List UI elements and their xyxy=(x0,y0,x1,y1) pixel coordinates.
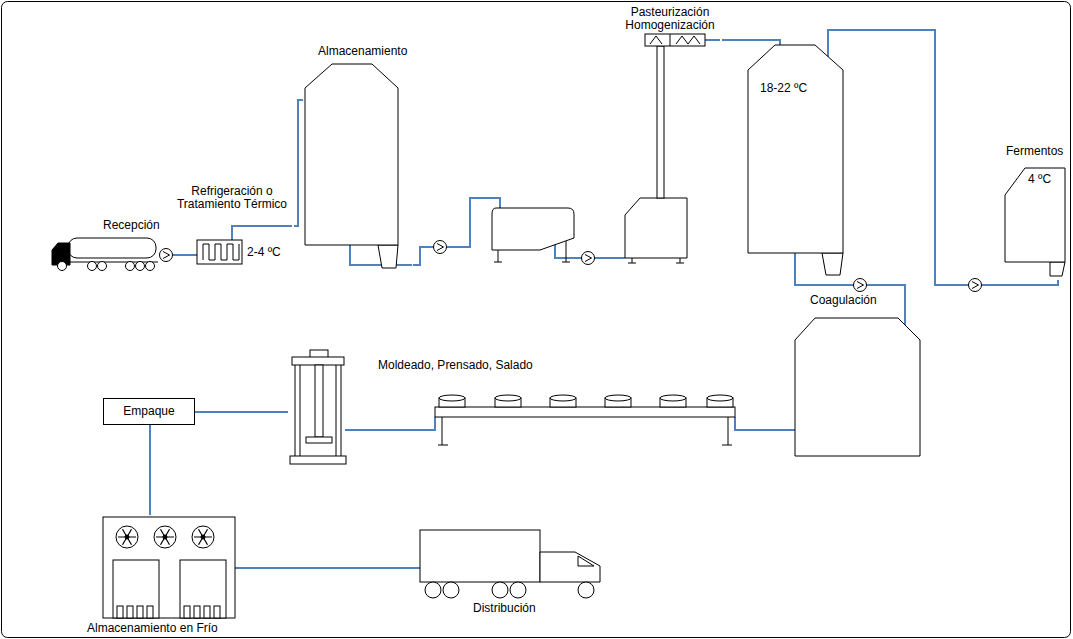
cooling-stage: Refrigeración o Tratamiento Térmico 2-4 º… xyxy=(172,183,294,269)
pipe-connector xyxy=(740,429,795,431)
coagulation-vat xyxy=(795,318,920,456)
stage-label: Pasteurización Homogenización xyxy=(620,6,720,32)
stage-label: Coagulación xyxy=(810,293,877,307)
pipe-connector xyxy=(722,40,780,45)
coagulation-stage: Coagulación xyxy=(795,292,920,458)
pasteurizer xyxy=(625,34,705,263)
stage-label: Recepción xyxy=(103,218,160,232)
text-slot: Fermentos xyxy=(1006,144,1063,158)
text-slot: Pasteurización Homogenización xyxy=(620,6,720,32)
culture-stage: Fermentos 4 ºC xyxy=(1000,140,1070,280)
text-slot: 4 ºC xyxy=(1028,172,1051,186)
pipe-connector xyxy=(795,280,905,292)
pipe-connector xyxy=(240,567,418,569)
stage-label: 18-22 ºC xyxy=(760,81,807,95)
pump-symbol xyxy=(160,241,982,292)
delivery-truck xyxy=(420,530,600,598)
storage-tank xyxy=(305,64,398,268)
distribution-stage: Distribución xyxy=(418,527,610,617)
text-slot: Distribución xyxy=(473,601,536,615)
stage-label: Moldeado, Prensado, Salado xyxy=(378,358,533,372)
text-slot: 2-4 ºC xyxy=(247,245,281,259)
text-slot: 18-22 ºC xyxy=(760,81,807,95)
stage-label: Distribución xyxy=(473,601,536,615)
stage-label: Refrigeración o Tratamiento Térmico xyxy=(172,185,292,211)
stage-detail: 2-4 ºC xyxy=(247,245,281,259)
storage-stage: Almacenamiento xyxy=(303,42,413,272)
stage-label: Almacenamiento xyxy=(318,44,407,58)
mold-conveyor xyxy=(435,395,735,445)
process-box: Empaque xyxy=(103,398,195,425)
stage-label: Fermentos xyxy=(1006,144,1063,158)
pipe-connector xyxy=(149,425,151,515)
pipe-connector xyxy=(294,100,303,226)
cheese-press xyxy=(290,350,346,464)
tanker-truck xyxy=(52,238,158,271)
text-slot: Refrigeración o Tratamiento Térmico xyxy=(172,185,292,211)
text-slot: Moldeado, Prensado, Salado xyxy=(378,358,533,372)
text-slot: Almacenamiento en Frío xyxy=(87,621,218,635)
heat-exchanger xyxy=(197,240,242,264)
pasteurization-stage: Pasteurización Homogenización xyxy=(620,4,722,264)
text-slot: Recepción xyxy=(103,218,160,232)
pipe-connector xyxy=(195,412,375,430)
pipe-connector xyxy=(413,198,620,265)
reception-stage: Recepción xyxy=(48,216,162,274)
culture-tank xyxy=(1005,168,1065,276)
molding-stage: Moldeado, Prensado, Salado xyxy=(375,356,740,450)
stage-label: Almacenamiento en Frío xyxy=(87,621,218,635)
stage-label: Empaque xyxy=(123,405,174,418)
cold-storage xyxy=(103,517,235,618)
balance-tank xyxy=(492,208,574,262)
text-slot: Empaque xyxy=(104,399,194,424)
ripening-tank-stage: 18-22 ºC xyxy=(748,45,843,280)
cold-storage-stage: Almacenamiento en Frío xyxy=(85,515,240,636)
text-slot: Almacenamiento xyxy=(318,44,407,58)
stage-detail: 4 ºC xyxy=(1028,172,1051,186)
ripening-tank xyxy=(748,45,843,275)
text-slot: Coagulación xyxy=(810,293,877,307)
pipe-stub xyxy=(172,40,905,568)
